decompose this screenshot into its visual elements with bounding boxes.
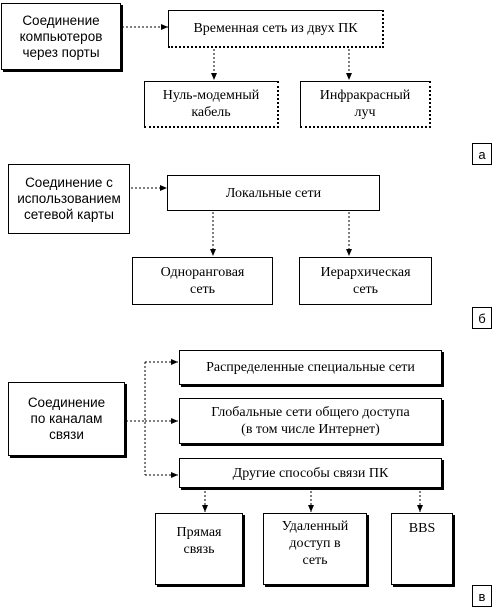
other-pc-connection-methods-box: Другие способы связи ПК bbox=[179, 458, 442, 488]
direct-connection-box: Прямая связь bbox=[155, 513, 243, 585]
temporary-network-box: Временная сеть из двух ПК bbox=[168, 10, 384, 48]
null-modem-cable-box: Нуль-модемный кабель bbox=[144, 81, 279, 128]
source-network-card-box: Соединение с использованием сетевой карт… bbox=[8, 164, 130, 234]
global-public-networks-box: Глобальные сети общего доступа (в том чи… bbox=[179, 398, 442, 444]
source-channels-box: Соединение по каналам связи bbox=[8, 382, 125, 456]
distributed-special-networks-box: Распределенные специальные сети bbox=[179, 350, 442, 385]
bbs-box: BBS bbox=[391, 513, 453, 585]
infrared-beam-box: Инфракрасный луч bbox=[300, 81, 431, 128]
remote-access-box: Удаленный доступ в сеть bbox=[263, 513, 367, 585]
label-a: а bbox=[472, 143, 492, 165]
source-ports-box: Соединение компьютеров через порты bbox=[1, 3, 121, 70]
peer-to-peer-network-box: Одноранговая сеть bbox=[132, 257, 273, 305]
hierarchical-network-box: Иерархическая сеть bbox=[299, 257, 432, 305]
local-networks-box: Локальные сети bbox=[167, 175, 380, 211]
label-b: б bbox=[472, 307, 492, 329]
label-v: в bbox=[472, 585, 492, 607]
